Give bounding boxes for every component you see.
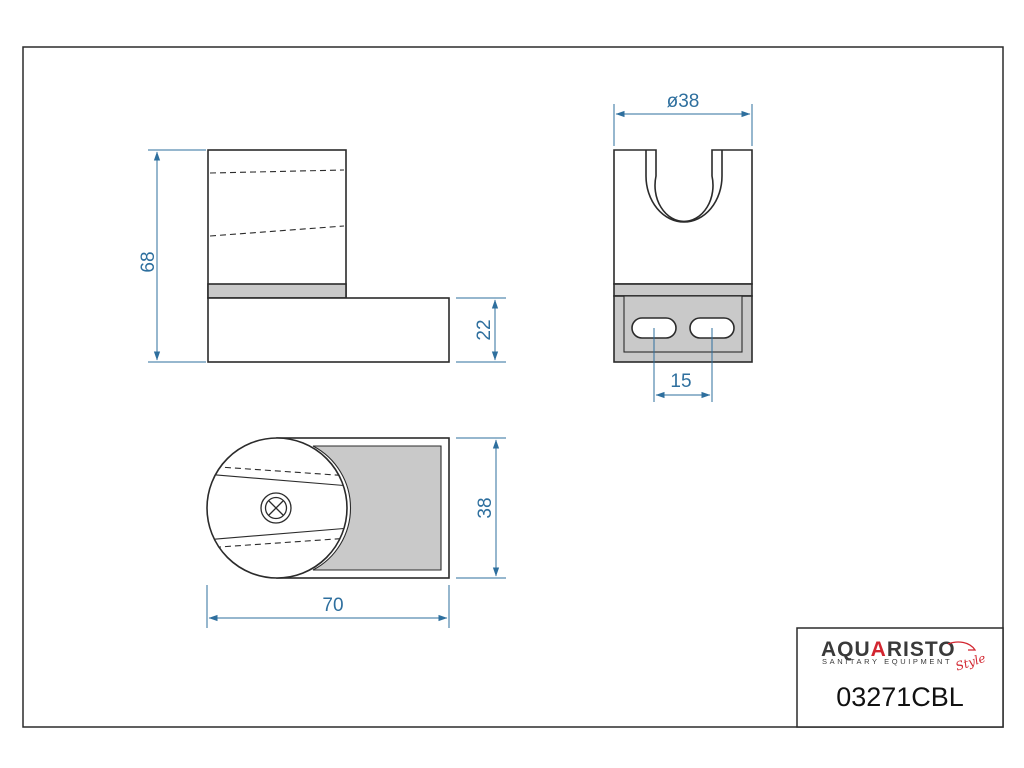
front-view — [613, 149, 753, 363]
dimension-slot-spacing-label: 15 — [670, 371, 691, 392]
side-view-hidden-line-top — [209, 169, 345, 174]
brand-logo: AQUARISTO SANITARY EQUIPMENT Style — [821, 638, 987, 674]
side-view-hidden-line-slope — [209, 225, 345, 237]
dimension-length — [206, 585, 450, 628]
product-code: 03271CBL — [836, 682, 964, 712]
top-view-hidden-line-bottom — [207, 537, 347, 549]
dimension-length-label: 70 — [322, 595, 343, 616]
screw-cross-icon — [260, 492, 292, 524]
dimension-height-total — [148, 149, 206, 363]
front-view-inner-cradle — [645, 150, 723, 223]
dimension-diameter-label: ø38 — [667, 91, 700, 112]
dimension-height-base-label: 22 — [474, 319, 495, 340]
side-view-base — [207, 297, 450, 363]
side-view-upper-body — [207, 149, 347, 299]
top-view-edge-bottom — [207, 527, 347, 541]
brand-accent: A — [871, 638, 887, 661]
side-view-band — [207, 283, 347, 299]
dimension-width — [456, 437, 506, 579]
side-view — [207, 149, 450, 363]
brand-prefix: AQU — [821, 638, 871, 661]
front-view-holder-body — [613, 149, 753, 285]
brand-swoosh-icon — [947, 641, 977, 651]
brand-suffix: RISTO — [887, 638, 956, 661]
top-view — [206, 437, 450, 579]
svg-text:AQUARISTO: AQUARISTO — [821, 638, 956, 661]
drawing-frame — [22, 46, 1004, 728]
dimension-diameter — [613, 104, 753, 146]
dimension-slot-spacing — [653, 328, 713, 402]
top-view-edge-top — [207, 473, 347, 487]
top-view-arm-shade — [312, 445, 442, 571]
dimension-width-label: 38 — [475, 497, 496, 518]
dimension-height-base — [456, 297, 506, 363]
front-view-band — [613, 283, 753, 297]
brand-tagline: SANITARY EQUIPMENT — [822, 657, 952, 666]
top-view-hidden-line-top — [207, 465, 347, 477]
dimension-height-total-label: 68 — [138, 251, 159, 272]
